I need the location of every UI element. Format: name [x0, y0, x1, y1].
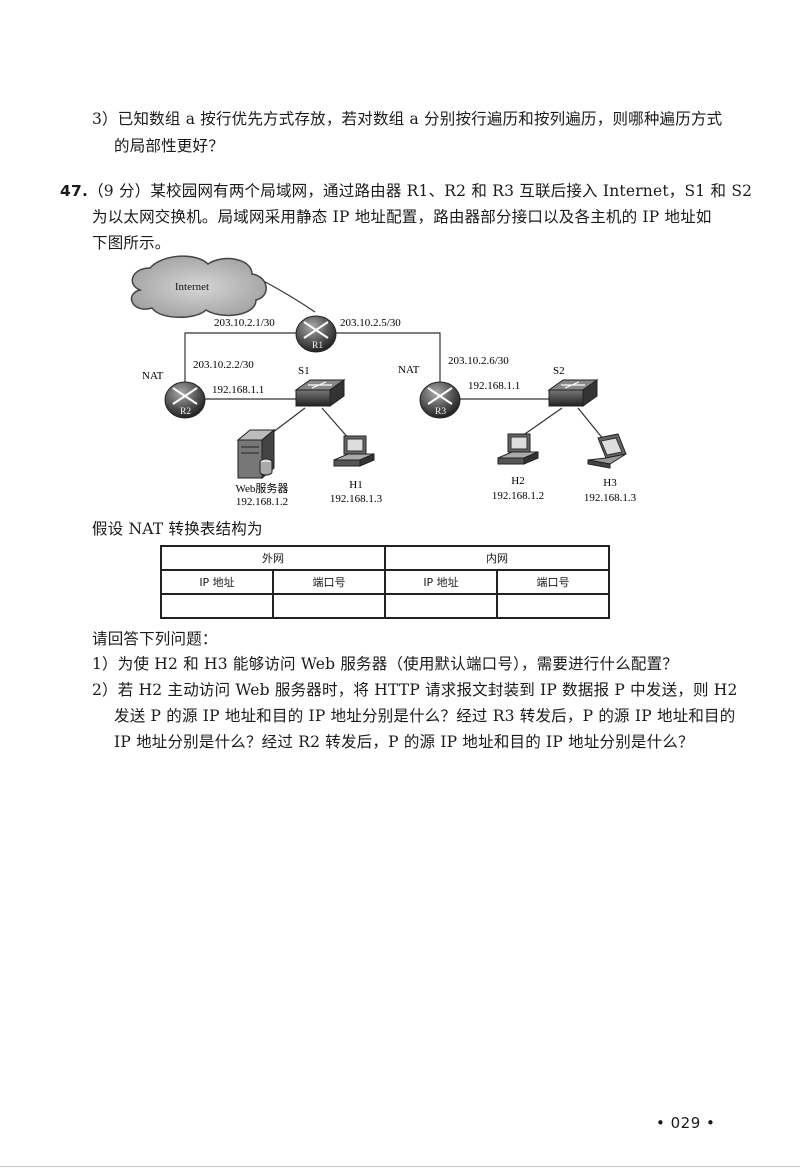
questions-prompt: 请回答下列问题： — [92, 630, 218, 648]
cloud-label: Internet — [175, 281, 209, 293]
q47-intro-line2: 为以太网交换机。局域网采用静态 IP 地址配置，路由器部分接口以及各主机的 IP… — [92, 208, 712, 226]
h3-ip: 192.168.1.3 — [584, 492, 637, 504]
nat-translation-table: 外网 内网 IP 地址 端口号 IP 地址 端口号 — [160, 545, 610, 619]
nat-table-caption: 假设 NAT 转换表结构为 — [92, 520, 263, 538]
web-label: Web服务器 — [236, 482, 289, 495]
router-r2-icon: R2 — [164, 381, 206, 419]
question-2-line2: 发送 P 的源 IP 地址和目的 IP 地址分别是什么？经过 R3 转发后，P … — [114, 707, 736, 725]
link-internet-r1 — [257, 277, 316, 313]
r3-label: R3 — [435, 407, 446, 417]
h2-ip: 192.168.1.2 — [492, 490, 544, 502]
nat-col-port-outer: 端口号 — [272, 569, 386, 595]
nat-empty-cell — [384, 593, 498, 619]
nat-col-ip-outer: IP 地址 — [160, 569, 274, 595]
page-number: • 029 • — [656, 1114, 716, 1132]
nat-empty-cell — [160, 593, 274, 619]
nat-empty-cell — [272, 593, 386, 619]
nat-empty-cell — [496, 593, 610, 619]
bottom-divider — [0, 1166, 800, 1167]
ip-r3-lan: 192.168.1.1 — [468, 380, 520, 392]
table-row — [160, 593, 610, 619]
web-ip: 192.168.1.2 — [236, 496, 288, 508]
desktop-h2-icon — [497, 433, 539, 465]
s1-label: S1 — [298, 365, 310, 377]
q47-number: 47. — [60, 182, 89, 200]
question-2-line3: IP 地址分别是什么？经过 R2 转发后，P 的源 IP 地址和目的 IP 地址… — [114, 733, 694, 751]
q46-part3-line2: 的局部性更好？ — [114, 137, 224, 155]
question-1: 1）为使 H2 和 H3 能够访问 Web 服务器（使用默认端口号），需要进行什… — [92, 655, 678, 673]
nat-right-label: NAT — [398, 364, 420, 376]
link-r1-r3 — [332, 332, 441, 385]
link-s2-h2 — [521, 407, 563, 437]
nat-group-outer: 外网 — [160, 545, 386, 571]
h2-label: H2 — [511, 475, 524, 487]
ip-r2-wan: 203.10.2.2/30 — [193, 359, 254, 371]
laptop-h3-icon — [587, 433, 627, 469]
table-row: 外网 内网 — [160, 545, 610, 571]
link-lines — [184, 277, 605, 441]
switch-s2-icon — [547, 379, 599, 407]
link-r1-r2 — [184, 332, 300, 385]
h1-ip: 192.168.1.3 — [330, 493, 383, 505]
ip-r1-left: 203.10.2.1/30 — [214, 317, 275, 329]
ip-r2-lan: 192.168.1.1 — [212, 384, 264, 396]
h1-label: H1 — [349, 479, 362, 491]
r2-label: R2 — [180, 407, 191, 417]
q47-intro-line1: 47.（9 分）某校园网有两个局域网，通过路由器 R1、R2 和 R3 互联后接… — [60, 180, 752, 202]
nat-left-label: NAT — [142, 370, 164, 382]
ip-r3-wan: 203.10.2.6/30 — [448, 355, 509, 367]
h3-label: H3 — [603, 477, 617, 489]
nat-col-ip-inner: IP 地址 — [384, 569, 498, 595]
r1-label: R1 — [312, 341, 323, 351]
desktop-h1-icon — [333, 435, 375, 467]
link-s2-h3 — [577, 407, 605, 441]
nat-col-port-inner: 端口号 — [496, 569, 610, 595]
network-diagram: Internet R1 R2 R3 S1 — [130, 255, 637, 508]
q47-intro-text1: （9 分）某校园网有两个局域网，通过路由器 R1、R2 和 R3 互联后接入 I… — [88, 182, 753, 200]
ip-r1-right: 203.10.2.5/30 — [340, 317, 401, 329]
q47-intro-line3: 下图所示。 — [92, 234, 171, 252]
web-server-icon — [236, 428, 276, 480]
router-r3-icon: R3 — [419, 381, 461, 419]
question-2-line1: 2）若 H2 主动访问 Web 服务器时，将 HTTP 请求报文封装到 IP 数… — [92, 681, 738, 699]
router-r1-icon: R1 — [295, 315, 337, 353]
nat-group-inner: 内网 — [384, 545, 610, 571]
link-s1-h1 — [321, 407, 351, 441]
switch-s1-icon — [294, 379, 346, 407]
table-row: IP 地址 端口号 IP 地址 端口号 — [160, 569, 610, 595]
q46-part3-line1: 3）已知数组 a 按行优先方式存放，若对数组 a 分别按行遍历和按列遍历，则哪种… — [92, 110, 723, 128]
internet-cloud-icon: Internet — [130, 255, 267, 318]
s2-label: S2 — [553, 365, 565, 377]
